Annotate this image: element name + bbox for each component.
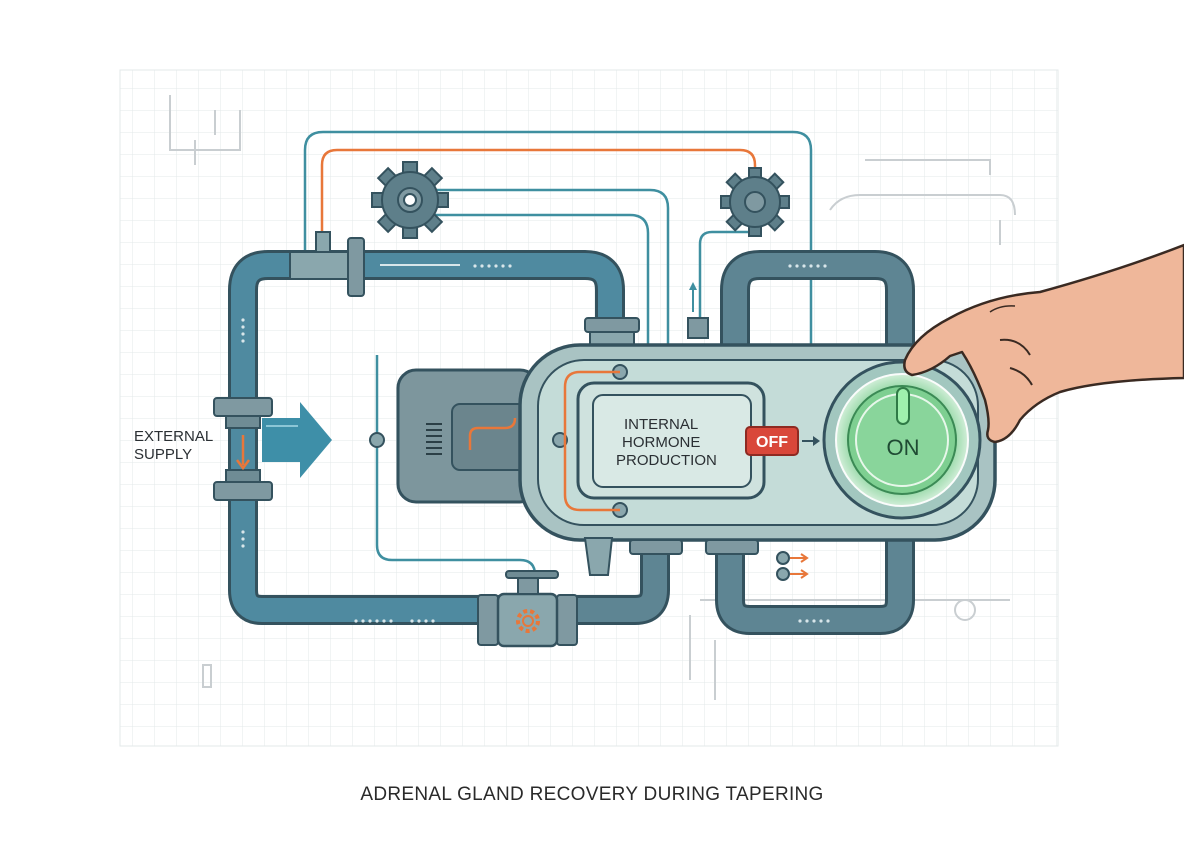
external-supply-arrow	[262, 402, 332, 478]
junction-node	[369, 432, 385, 448]
external-supply-line2: SUPPLY	[134, 446, 192, 463]
gear-right-icon	[720, 167, 790, 237]
external-supply-label: EXTERNAL SUPPLY	[134, 428, 213, 463]
hand-illustration	[903, 243, 1184, 444]
on-label: ON	[887, 435, 920, 460]
gear-left-icon	[371, 161, 449, 239]
tank-wire	[563, 370, 620, 512]
off-label: OFF	[756, 434, 788, 451]
bottom-valve	[477, 570, 578, 648]
left-pipe-flanges	[213, 397, 273, 501]
background-sketch	[169, 95, 1016, 700]
external-supply-line1: EXTERNAL	[134, 428, 213, 445]
tank-outlet-flanges	[583, 537, 759, 576]
diagram-caption: ADRENAL GLAND RECOVERY DURING TAPERING	[360, 784, 824, 805]
internal-line2: HORMONE	[622, 434, 700, 451]
internal-line3: PRODUCTION	[616, 452, 717, 469]
top-pipe-flange	[315, 231, 365, 297]
pipe-markings	[241, 264, 830, 623]
tank-inlet-flange	[584, 317, 640, 347]
internal-line1: INTERNAL	[624, 416, 698, 433]
pressure-sensor-icon	[687, 282, 709, 339]
off-badge: OFF	[745, 426, 820, 456]
internal-production-panel: INTERNAL HORMONE PRODUCTION	[576, 381, 766, 500]
on-switch[interactable]: ON	[822, 360, 982, 520]
motor-housing	[396, 368, 540, 504]
small-outputs	[776, 551, 809, 581]
